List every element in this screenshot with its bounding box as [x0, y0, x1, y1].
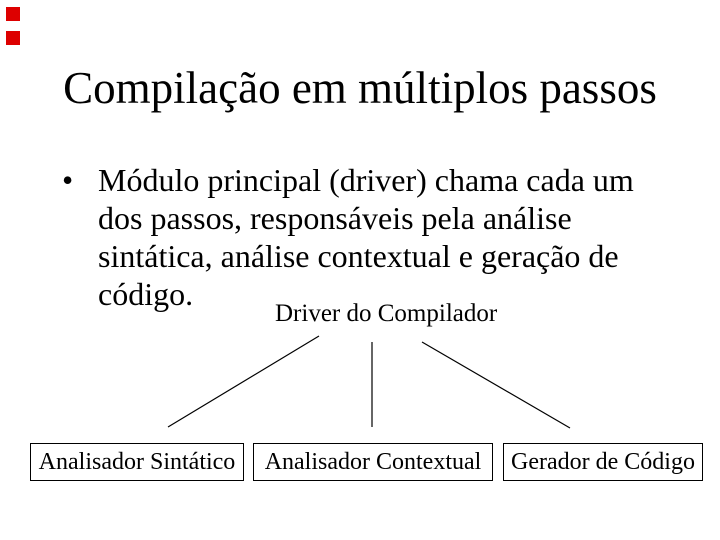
diagram-root-label: Driver do Compilador: [275, 300, 498, 327]
diagram-box-label: Analisador Contextual: [264, 448, 482, 475]
diagram-box-label: Gerador de Código: [511, 448, 695, 475]
bullet-paragraph: Módulo principal (driver) chama cada um …: [98, 161, 634, 313]
slide-title: Compilação em múltiplos passos: [63, 63, 657, 113]
body-line: dos passos, responsáveis pela análise: [98, 200, 572, 236]
diagram-box-analisador-sintatico: Analisador Sintático: [30, 443, 244, 481]
diagram-box-analisador-contextual: Analisador Contextual: [253, 443, 493, 481]
connector-line-left: [167, 335, 320, 428]
red-square-marker-top: [6, 7, 20, 21]
diagram-box-gerador-de-codigo: Gerador de Código: [503, 443, 703, 481]
diagram-box-label: Analisador Sintático: [38, 448, 236, 475]
body-line: Módulo principal (driver) chama cada um: [98, 162, 634, 198]
body-line: sintática, análise contextual e geração …: [98, 238, 619, 274]
body-line: código.: [98, 276, 194, 312]
red-square-marker-bottom: [6, 31, 20, 45]
connector-line-right: [421, 341, 571, 429]
bullet-marker: •: [62, 162, 74, 198]
